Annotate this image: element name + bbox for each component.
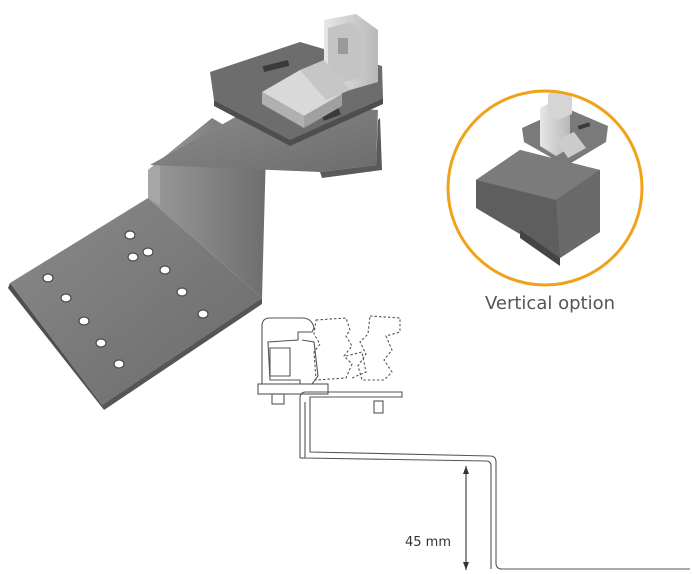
- dimension-45mm: [463, 466, 469, 570]
- rail-profile-dashed: [313, 315, 401, 381]
- mounting-holes: [42, 230, 209, 369]
- base-plate: [10, 198, 262, 405]
- dimension-label: 45 mm: [405, 535, 451, 550]
- roof-hook-bracket: [8, 14, 383, 410]
- bracket-profile: [299, 391, 690, 570]
- vertical-option-caption: Vertical option: [484, 293, 616, 314]
- clamp-profile-left: [261, 317, 315, 384]
- inset-circle-outline: [446, 89, 644, 287]
- profile-line-drawing: [257, 315, 690, 570]
- vertical-option-inset: [446, 89, 644, 287]
- rail-clamp: [262, 14, 378, 128]
